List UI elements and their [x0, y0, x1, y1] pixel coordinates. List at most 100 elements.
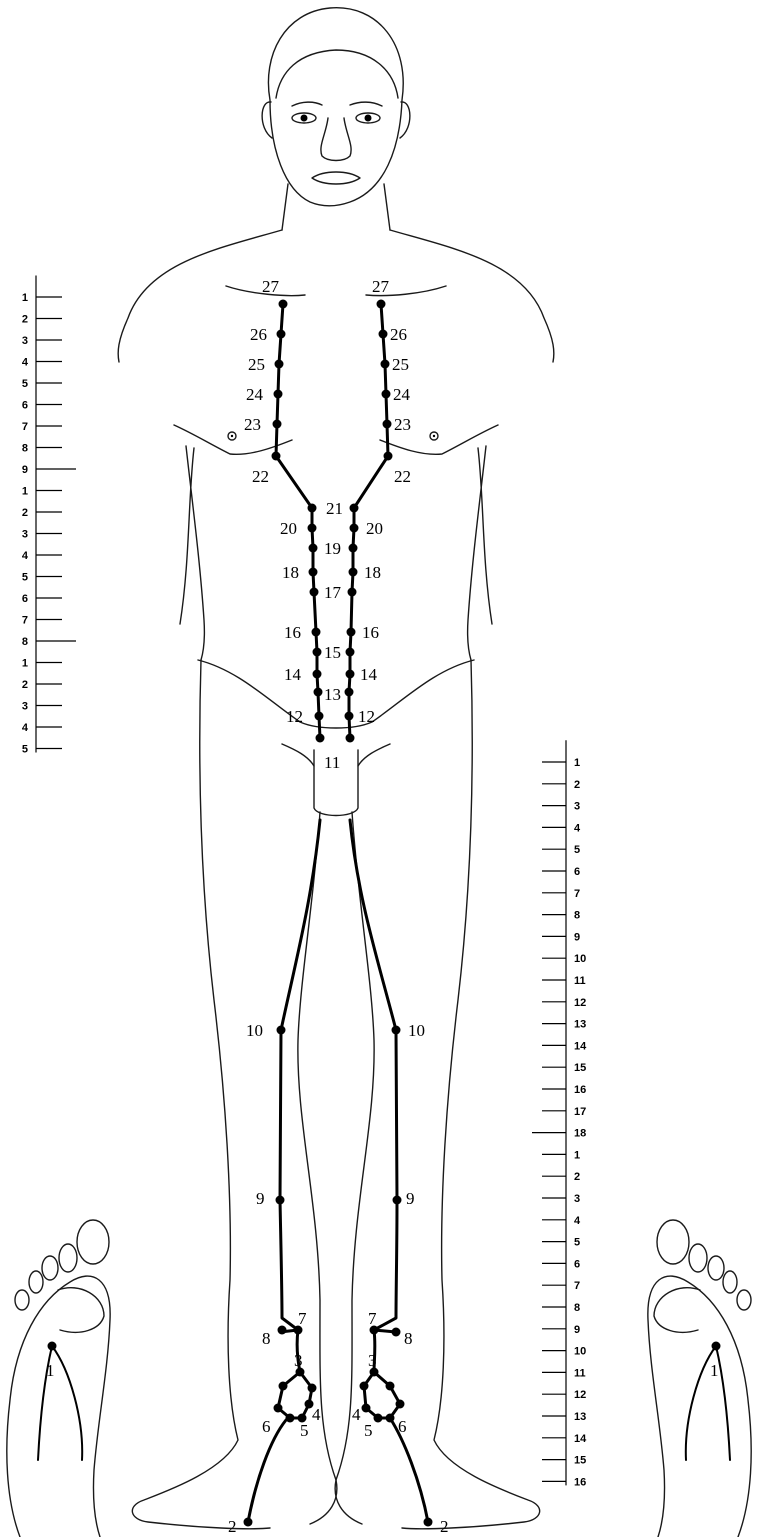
label-23-left: 23 — [244, 415, 261, 434]
acupoint-dot — [392, 1328, 401, 1337]
scale-tick-label: 8 — [574, 1302, 580, 1314]
scale-tick-label: 5 — [22, 744, 28, 756]
label-13: 13 — [324, 685, 341, 704]
scale-tick-label: 1 — [574, 1149, 580, 1161]
groin-left — [282, 744, 314, 766]
scale-tick-label: 10 — [574, 1346, 586, 1358]
nose — [321, 118, 351, 161]
scale-tick-label: 12 — [574, 997, 586, 1009]
label-5-right: 5 — [364, 1421, 373, 1440]
acupoint-dot — [383, 420, 392, 429]
scale-tick-label: 1 — [22, 658, 28, 670]
scale-tick-label: 15 — [574, 1455, 586, 1467]
acupoint-dot — [313, 648, 322, 657]
label-25-left: 25 — [248, 355, 265, 374]
right-measurement-scale: 1234567891011121314151617181234567891011… — [532, 740, 587, 1488]
right-sole: 1 — [648, 1220, 751, 1537]
acupoint-dot — [279, 300, 288, 309]
acupoint-dot — [286, 1414, 295, 1423]
torso-right-side — [468, 446, 486, 660]
scale-tick-label: 16 — [574, 1084, 586, 1096]
scale-tick-label: 13 — [574, 1411, 586, 1423]
label-23-right: 23 — [394, 415, 411, 434]
left-measurement-scale: 1234567891234567812345 — [22, 276, 76, 756]
label-4-left: 4 — [312, 1405, 321, 1424]
label-14-left: 14 — [284, 665, 302, 684]
acupoint-dot — [277, 330, 286, 339]
acupoint-dot — [308, 504, 317, 513]
scale-tick-label: 9 — [22, 464, 28, 476]
scale-tick-label: 8 — [574, 910, 580, 922]
point-1-right-sole — [712, 1342, 721, 1351]
scale-tick-label: 3 — [574, 801, 580, 813]
left-leg-meridian — [280, 820, 320, 1332]
scale-tick-label: 4 — [22, 722, 29, 734]
scale-tick-label: 8 — [22, 636, 28, 648]
label-1-right-sole: 1 — [710, 1361, 719, 1380]
acupoint-dot — [393, 1196, 402, 1205]
acupoint-dot — [348, 588, 357, 597]
label-24-right: 24 — [393, 385, 411, 404]
right-pupil — [365, 115, 372, 122]
scale-tick-label: 11 — [574, 975, 586, 987]
scale-tick-label: 6 — [22, 400, 28, 412]
right-shoulder — [390, 230, 554, 362]
label-6-right: 6 — [398, 1417, 407, 1436]
scale-tick-label: 9 — [574, 1324, 580, 1336]
label-8-right: 8 — [404, 1329, 413, 1348]
label-25-right: 25 — [392, 355, 409, 374]
label-21: 21 — [326, 499, 343, 518]
label-10-right: 10 — [408, 1021, 425, 1040]
label-1-left-sole: 1 — [46, 1361, 55, 1380]
acupoint-dot — [309, 568, 318, 577]
label-12-right: 12 — [358, 707, 375, 726]
scale-tick-label: 5 — [574, 844, 580, 856]
scale-tick-label: 17 — [574, 1106, 586, 1118]
label-15: 15 — [324, 643, 341, 662]
acupoint-dot — [347, 628, 356, 637]
label-4-right: 4 — [352, 1405, 361, 1424]
label-10-left: 10 — [246, 1021, 263, 1040]
label-14-right: 14 — [360, 665, 378, 684]
label-3-left: 3 — [294, 1351, 303, 1370]
right-arm-line — [478, 448, 492, 624]
acupoint-dot — [277, 1026, 286, 1035]
acupoint-dot — [272, 452, 281, 461]
scale-tick-label: 18 — [574, 1128, 586, 1140]
mouth — [312, 172, 360, 184]
label-26-right: 26 — [390, 325, 407, 344]
label-19: 19 — [324, 539, 341, 558]
torso-left-side — [186, 446, 204, 660]
scale-tick-label: 3 — [22, 529, 28, 541]
label-2-right: 2 — [440, 1517, 449, 1536]
scale-tick-label: 9 — [574, 931, 580, 943]
neck-left — [282, 184, 288, 230]
label-27-left: 27 — [262, 277, 280, 296]
scale-tick-label: 5 — [22, 572, 28, 584]
point-1-left-sole — [48, 1342, 57, 1351]
acupoint-dot — [377, 300, 386, 309]
scale-tick-label: 3 — [22, 701, 28, 713]
acupoint-dot — [379, 330, 388, 339]
scale-tick-label: 5 — [574, 1237, 580, 1249]
label-26-left: 26 — [250, 325, 267, 344]
scale-tick-label: 10 — [574, 953, 586, 965]
acupoint-dot — [396, 1400, 405, 1409]
acupoint-dot — [386, 1414, 395, 1423]
acupoint-dot — [310, 588, 319, 597]
scale-tick-label: 2 — [574, 1171, 580, 1183]
scale-tick-label: 6 — [22, 593, 28, 605]
scale-tick-label: 2 — [22, 314, 28, 326]
acupoint-dot — [244, 1518, 253, 1527]
acupoint-dot — [382, 390, 391, 399]
scale-tick-label: 14 — [574, 1040, 587, 1052]
acupoint-dot — [374, 1414, 383, 1423]
label-7-right: 7 — [368, 1309, 377, 1328]
scale-tick-label: 6 — [574, 866, 580, 878]
acupoint-dot — [349, 544, 358, 553]
scale-tick-label: 4 — [22, 357, 29, 369]
right-leg-outer — [402, 660, 540, 1529]
scale-tick-label: 1 — [22, 486, 28, 498]
